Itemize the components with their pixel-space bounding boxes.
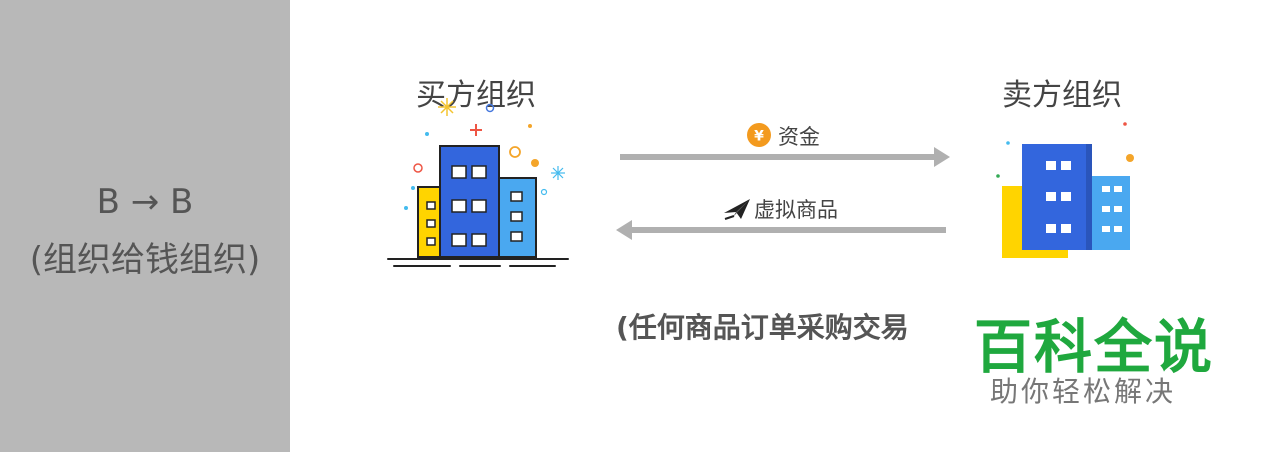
transaction-note: (任何商品订单采购交易 <box>616 311 909 344</box>
buyer-building-icon <box>387 98 569 267</box>
side-subtitle: (组织给钱组织) <box>29 240 261 280</box>
goods-arrow-left <box>616 220 946 240</box>
coin-icon: ¥ <box>747 123 771 147</box>
seller-building-icon <box>996 122 1134 258</box>
money-arrow-right <box>620 147 950 167</box>
watermark-title: 百科全说 <box>974 313 1215 381</box>
money-flow-label: 资金 <box>778 125 820 149</box>
seller-label: 卖方组织 <box>1002 78 1122 113</box>
side-title: B → B <box>96 182 194 222</box>
paper-plane-icon <box>724 199 750 220</box>
goods-flow-label: 虚拟商品 <box>754 198 838 222</box>
side-panel: B → B (组织给钱组织) <box>0 0 290 452</box>
watermark-subtitle: 助你轻松解决 <box>990 375 1177 408</box>
buyer-label: 买方组织 <box>416 78 536 113</box>
svg-text:¥: ¥ <box>754 129 764 145</box>
